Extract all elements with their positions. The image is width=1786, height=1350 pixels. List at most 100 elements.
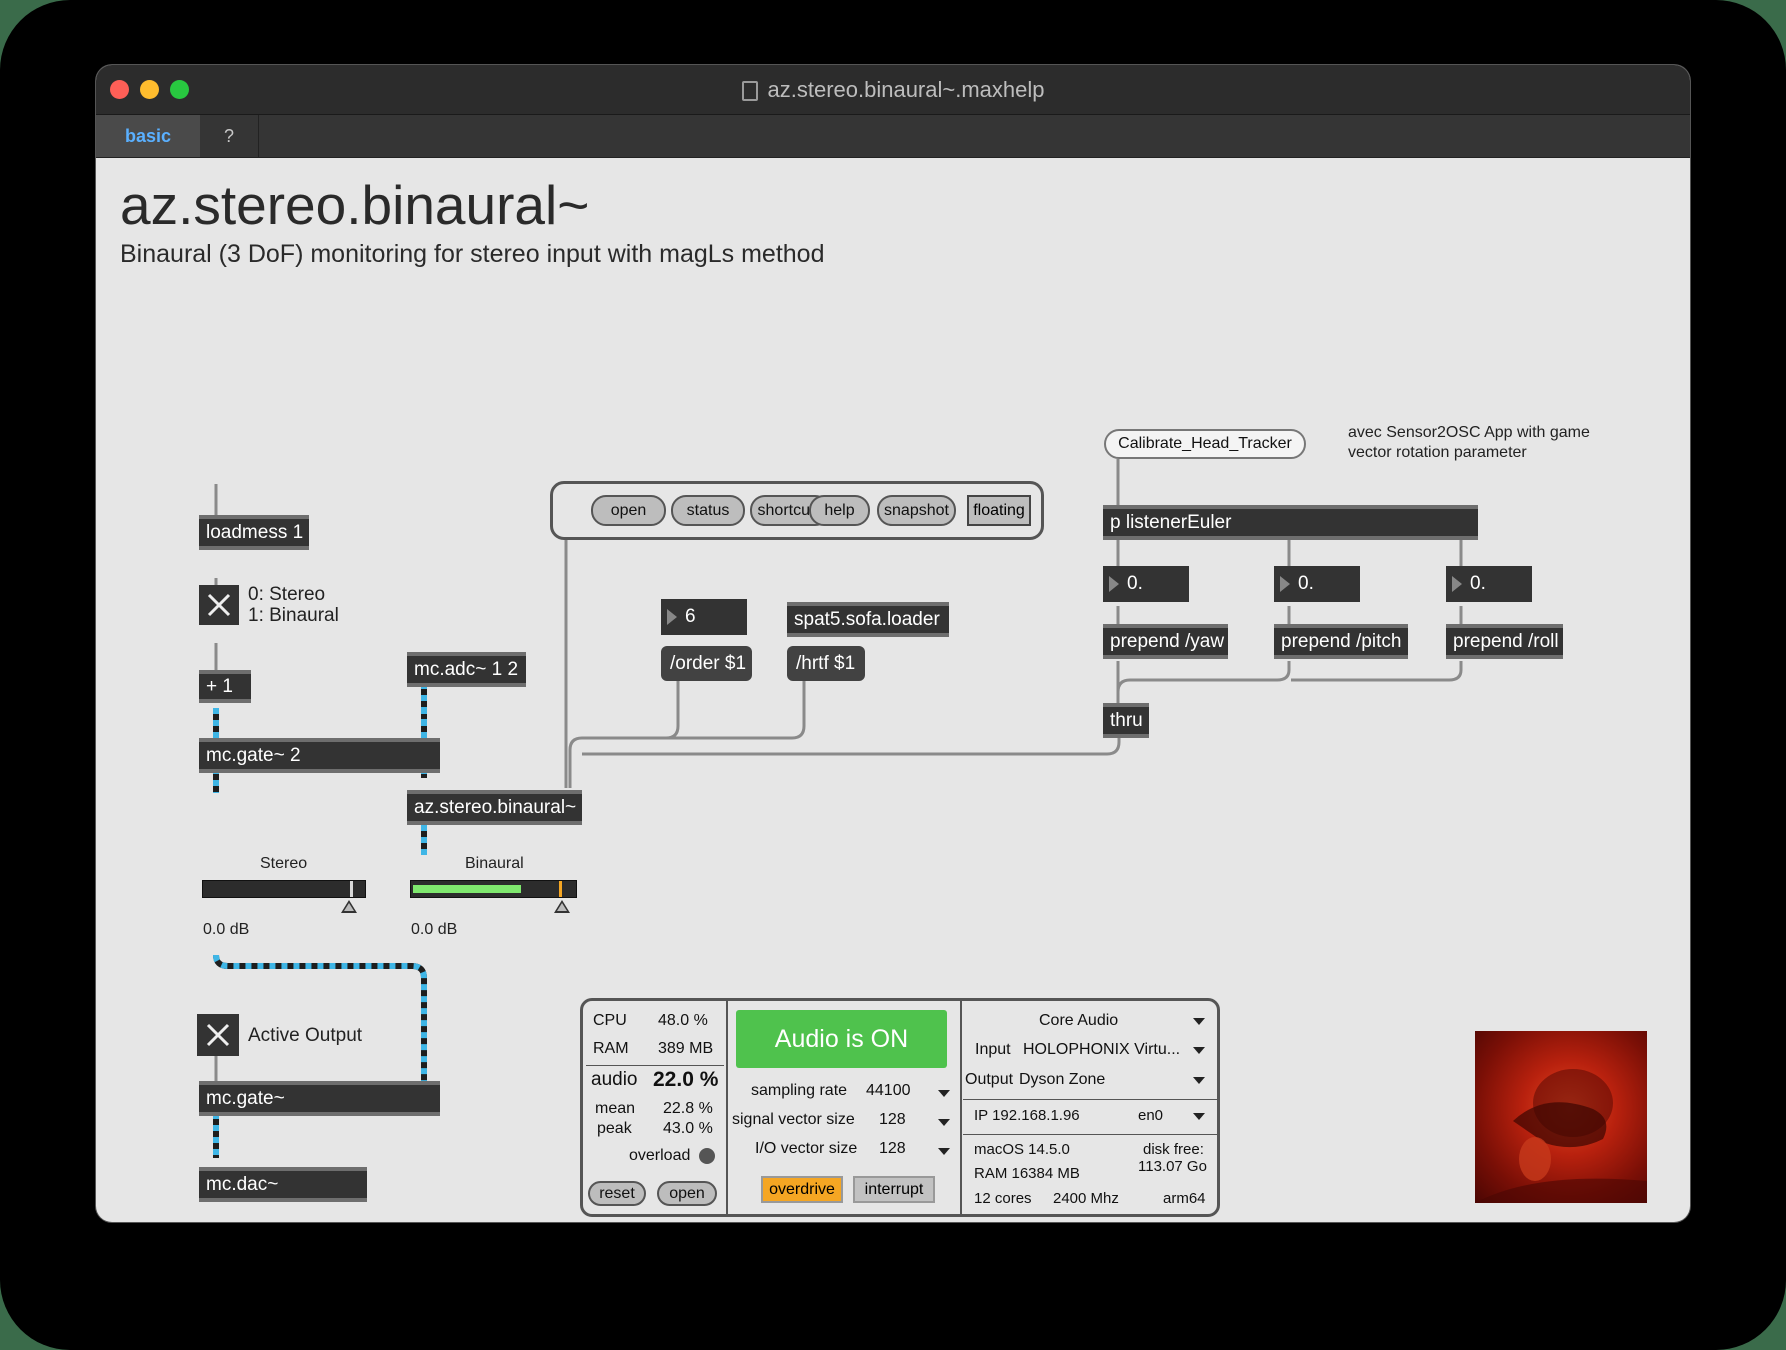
peak-label: peak [597,1120,632,1137]
head-tracker-photo [1475,1031,1647,1203]
thru-object[interactable]: thru [1103,703,1149,738]
overdrive-toggle[interactable]: overdrive [761,1176,843,1203]
minimize-window-button[interactable] [140,80,159,99]
input-device-value[interactable]: HOLOPHONIX Virtu... [1023,1041,1181,1058]
tab-basic[interactable]: basic [96,115,200,157]
reset-button[interactable]: reset [588,1181,646,1206]
yaw-number-box[interactable]: 0. [1103,566,1189,602]
audio-load-label: audio [591,1069,638,1090]
bpatcher-status-button[interactable]: status [671,495,745,526]
mc-gate-object[interactable]: mc.gate~ [199,1081,440,1116]
output-device-dropdown-icon[interactable] [1193,1077,1205,1084]
active-output-toggle[interactable] [197,1014,239,1056]
panel-divider [963,1099,1218,1100]
binaural-meter-fill [413,885,521,893]
overload-indicator-icon [699,1148,715,1164]
bpatcher-open-button[interactable]: open [591,495,666,526]
output-device-value[interactable]: Dyson Zone [1019,1071,1106,1088]
toggle-x-icon [207,593,231,617]
loadmess-object[interactable]: loadmess 1 [199,515,309,550]
patch-subtitle: Binaural (3 DoF) monitoring for stereo i… [120,240,825,268]
io-vector-label: I/O vector size [755,1140,858,1157]
window-title: az.stereo.binaural~.maxhelp [96,77,1690,103]
cord-order [568,681,680,788]
person-silhouette-image [1475,1069,1647,1203]
toggle-x-icon [206,1023,230,1047]
patch-title: az.stereo.binaural~ [120,174,590,236]
disk-free-value: 113.07 Go [1138,1158,1207,1175]
bpatcher-snapshot-button[interactable]: snapshot [877,495,956,526]
patcher-canvas[interactable]: az.stereo.binaural~ Binaural (3 DoF) mon… [96,158,1690,1222]
io-vector-value[interactable]: 128 [879,1140,906,1157]
stereo-gain-value: 0.0 dB [203,921,250,938]
binaural-gain-slider-handle[interactable] [554,900,570,913]
hrtf-message[interactable]: /hrtf $1 [787,646,865,681]
network-interface-value[interactable]: en0 [1138,1107,1164,1124]
listener-euler-subpatch[interactable]: p listenerEuler [1103,505,1478,540]
order-message[interactable]: /order $1 [661,646,752,681]
audio-driver-value[interactable]: Core Audio [1039,1012,1119,1029]
sofa-loader-object[interactable]: spat5.sofa.loader [787,602,949,637]
sensor-comment-line2: vector rotation parameter [1348,444,1527,461]
binaural-meter-label: Binaural [465,855,524,872]
prepend-yaw-object[interactable]: prepend /yaw [1103,624,1228,659]
input-label: Input [975,1041,1011,1058]
audio-driver-dropdown-icon[interactable] [1193,1018,1205,1025]
plus-object[interactable]: + 1 [199,670,251,703]
sampling-rate-dropdown-icon[interactable] [938,1090,950,1097]
peak-value: 43.0 % [663,1120,713,1137]
bpatcher-help-button[interactable]: help [809,495,870,526]
io-vector-dropdown-icon[interactable] [938,1148,950,1155]
output-label: Output [965,1071,1014,1088]
network-interface-dropdown-icon[interactable] [1193,1113,1205,1120]
window-title-text: az.stereo.binaural~.maxhelp [767,77,1045,102]
stereo-meter-clip-marker [350,881,353,897]
calibrate-head-tracker-message[interactable]: Calibrate_Head_Tracker [1104,429,1306,459]
ip-address-value: IP 192.168.1.96 [974,1107,1080,1124]
mean-value: 22.8 % [663,1100,713,1117]
prepend-pitch-object[interactable]: prepend /pitch [1274,624,1408,659]
signal-vector-label: signal vector size [732,1111,855,1128]
mc-gate-2-object[interactable]: mc.gate~ 2 [199,738,440,773]
mode-comment-binaural: 1: Binaural [248,605,339,626]
panel-divider [586,1065,724,1066]
mode-toggle[interactable] [199,585,239,625]
panel-divider [960,1001,962,1214]
active-output-comment: Active Output [248,1025,363,1046]
panel-divider [963,1134,1218,1135]
tab-help[interactable]: ? [200,115,259,157]
system-ram-value: RAM 16384 MB [974,1165,1080,1182]
open-audio-status-button[interactable]: open [657,1181,717,1206]
bpatcher-floating-toggle[interactable]: floating [967,495,1031,526]
prepend-roll-object[interactable]: prepend /roll [1446,624,1563,659]
cpu-architecture-value: arm64 [1163,1190,1206,1207]
cord-pitch-thru [1116,661,1291,693]
signal-vector-value[interactable]: 128 [879,1111,906,1128]
package-bpatcher [550,481,1044,540]
roll-number-box[interactable]: 0. [1446,566,1532,602]
interrupt-toggle[interactable]: interrupt [853,1176,935,1203]
stereo-gain-slider-handle[interactable] [341,900,357,913]
sampling-rate-label: sampling rate [751,1082,848,1099]
stereo-level-meter [202,880,366,898]
signal-vector-dropdown-icon[interactable] [938,1119,950,1126]
pitch-number-box[interactable]: 0. [1274,566,1360,602]
binaural-gain-value: 0.0 dB [411,921,458,938]
mc-adc-object[interactable]: mc.adc~ 1 2 [407,652,526,687]
patch-cords [213,459,1463,1158]
cpu-cores-value: 12 cores [974,1190,1032,1207]
stereo-meter-label: Stereo [260,855,308,872]
input-device-dropdown-icon[interactable] [1193,1047,1205,1054]
close-window-button[interactable] [110,80,129,99]
order-number-box[interactable]: 6 [661,599,747,635]
sampling-rate-value[interactable]: 44100 [866,1082,911,1099]
mode-comment-stereo: 0: Stereo [248,584,326,605]
audio-load-value: 22.0 % [653,1068,719,1091]
mc-dac-object[interactable]: mc.dac~ [199,1167,367,1202]
cpu-label: CPU [593,1012,627,1029]
az-stereo-binaural-object[interactable]: az.stereo.binaural~ [407,790,582,825]
cord-thru-binaural [582,733,1121,756]
audio-on-toggle[interactable]: Audio is ON [736,1010,947,1068]
zoom-window-button[interactable] [170,80,189,99]
title-bar: az.stereo.binaural~.maxhelp [96,65,1690,115]
